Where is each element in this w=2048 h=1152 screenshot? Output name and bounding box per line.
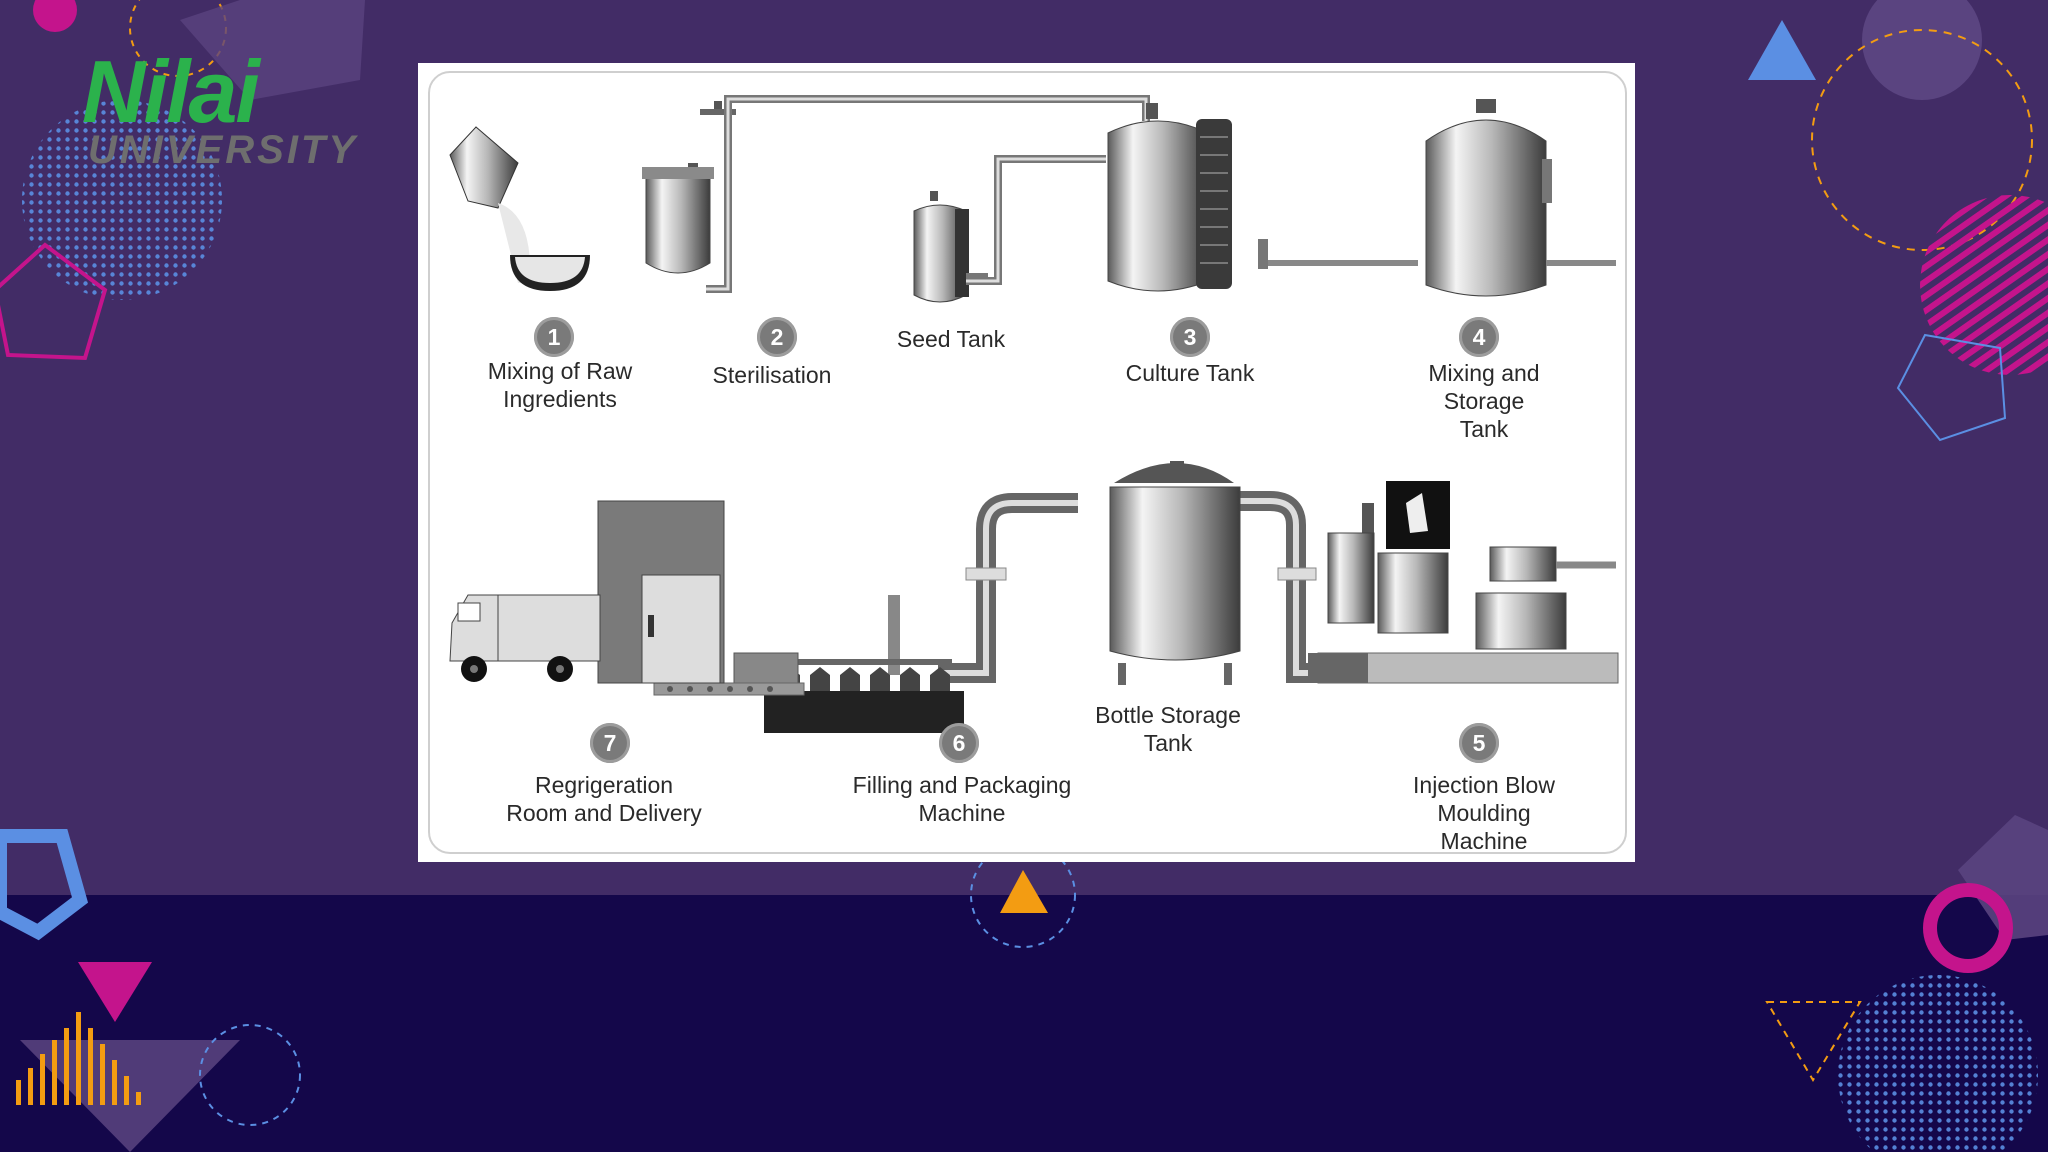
step-number-badge: 5	[1459, 723, 1499, 763]
magenta-dot-shape	[33, 0, 77, 32]
pipe-seed-to-culture	[966, 155, 1106, 285]
pentagon-shape	[180, 0, 365, 100]
seed-tank-illustration	[913, 191, 988, 303]
logo-subtitle: UNIVERSITY	[88, 128, 359, 172]
mixing-storage-tank-illustration	[1425, 99, 1616, 297]
pipe-bottle-storage-to-filling	[938, 493, 1078, 683]
step-label-seed-tank: Seed Tank	[896, 326, 1006, 352]
step-label-mixing-raw-ingredients: Mixing of Raw Ingredients	[487, 358, 633, 412]
culture-tank-illustration	[1107, 103, 1268, 292]
blue-triangle-shape	[1748, 20, 1816, 80]
step-label-mixing-storage-tank: Mixing and Storage Tank	[1428, 360, 1540, 442]
magenta-ring-shape	[1923, 883, 2013, 973]
injection-moulding-machine-illustration	[1308, 481, 1619, 684]
bottom-band	[0, 895, 2048, 1152]
dotted-circle-shape	[1838, 975, 2038, 1152]
step-label-filling-packaging: Filling and Packaging Machine	[852, 772, 1072, 826]
blue-pentagon-shape	[0, 829, 89, 941]
orange-triangle-shape	[1000, 870, 1048, 913]
pentagon-outline-shape	[1896, 333, 2007, 442]
process-diagram-panel: 1 2 3 4 5 6 7 Mixing of Raw Ingredients …	[418, 63, 1635, 862]
step-number-badge: 3	[1170, 317, 1210, 357]
process-illustration	[449, 95, 1619, 733]
step-number-badge: 1	[534, 317, 574, 357]
sterilisation-tank-illustration	[642, 101, 736, 274]
step-number-badge: 7	[590, 723, 630, 763]
purple-triangle-shape	[20, 1040, 240, 1152]
step-label-refrigeration-delivery: Regrigeration Room and Delivery	[506, 772, 702, 826]
bottle-storage-tank-illustration	[1109, 461, 1241, 685]
delivery-truck-illustration	[449, 594, 601, 682]
step-label-sterilisation: Sterilisation	[712, 362, 832, 388]
purple-circle-shape	[1862, 0, 1982, 100]
step-label-culture-tank: Culture Tank	[1125, 360, 1255, 386]
dashed-circle-shape	[1811, 29, 2033, 251]
logo-wordmark: Nilai	[82, 42, 260, 141]
step-label-bottle-storage-tank: Bottle Storage Tank	[1095, 702, 1241, 756]
magenta-triangle-shape	[78, 962, 152, 1022]
conveyor-illustration	[653, 652, 805, 696]
orange-striped-triangle-shape	[16, 1012, 141, 1105]
step-number-badge: 6	[939, 723, 979, 763]
refrigeration-room-illustration	[597, 500, 725, 684]
step-label-injection-blow-moulding: Injection Blow Moulding Machine	[1413, 772, 1555, 854]
striped-circle-shape	[1920, 195, 2048, 375]
step-number-badge: 4	[1459, 317, 1499, 357]
step-number-badge: 2	[757, 317, 797, 357]
pentagon-shape	[1958, 815, 2048, 940]
university-logo: Nilai UNIVERSITY	[82, 48, 372, 178]
dashed-circle-shape	[199, 1024, 301, 1126]
pentagon-outline-shape	[0, 242, 108, 361]
dotted-circle-shape	[22, 100, 222, 300]
raw-ingredients-illustration	[449, 126, 590, 291]
